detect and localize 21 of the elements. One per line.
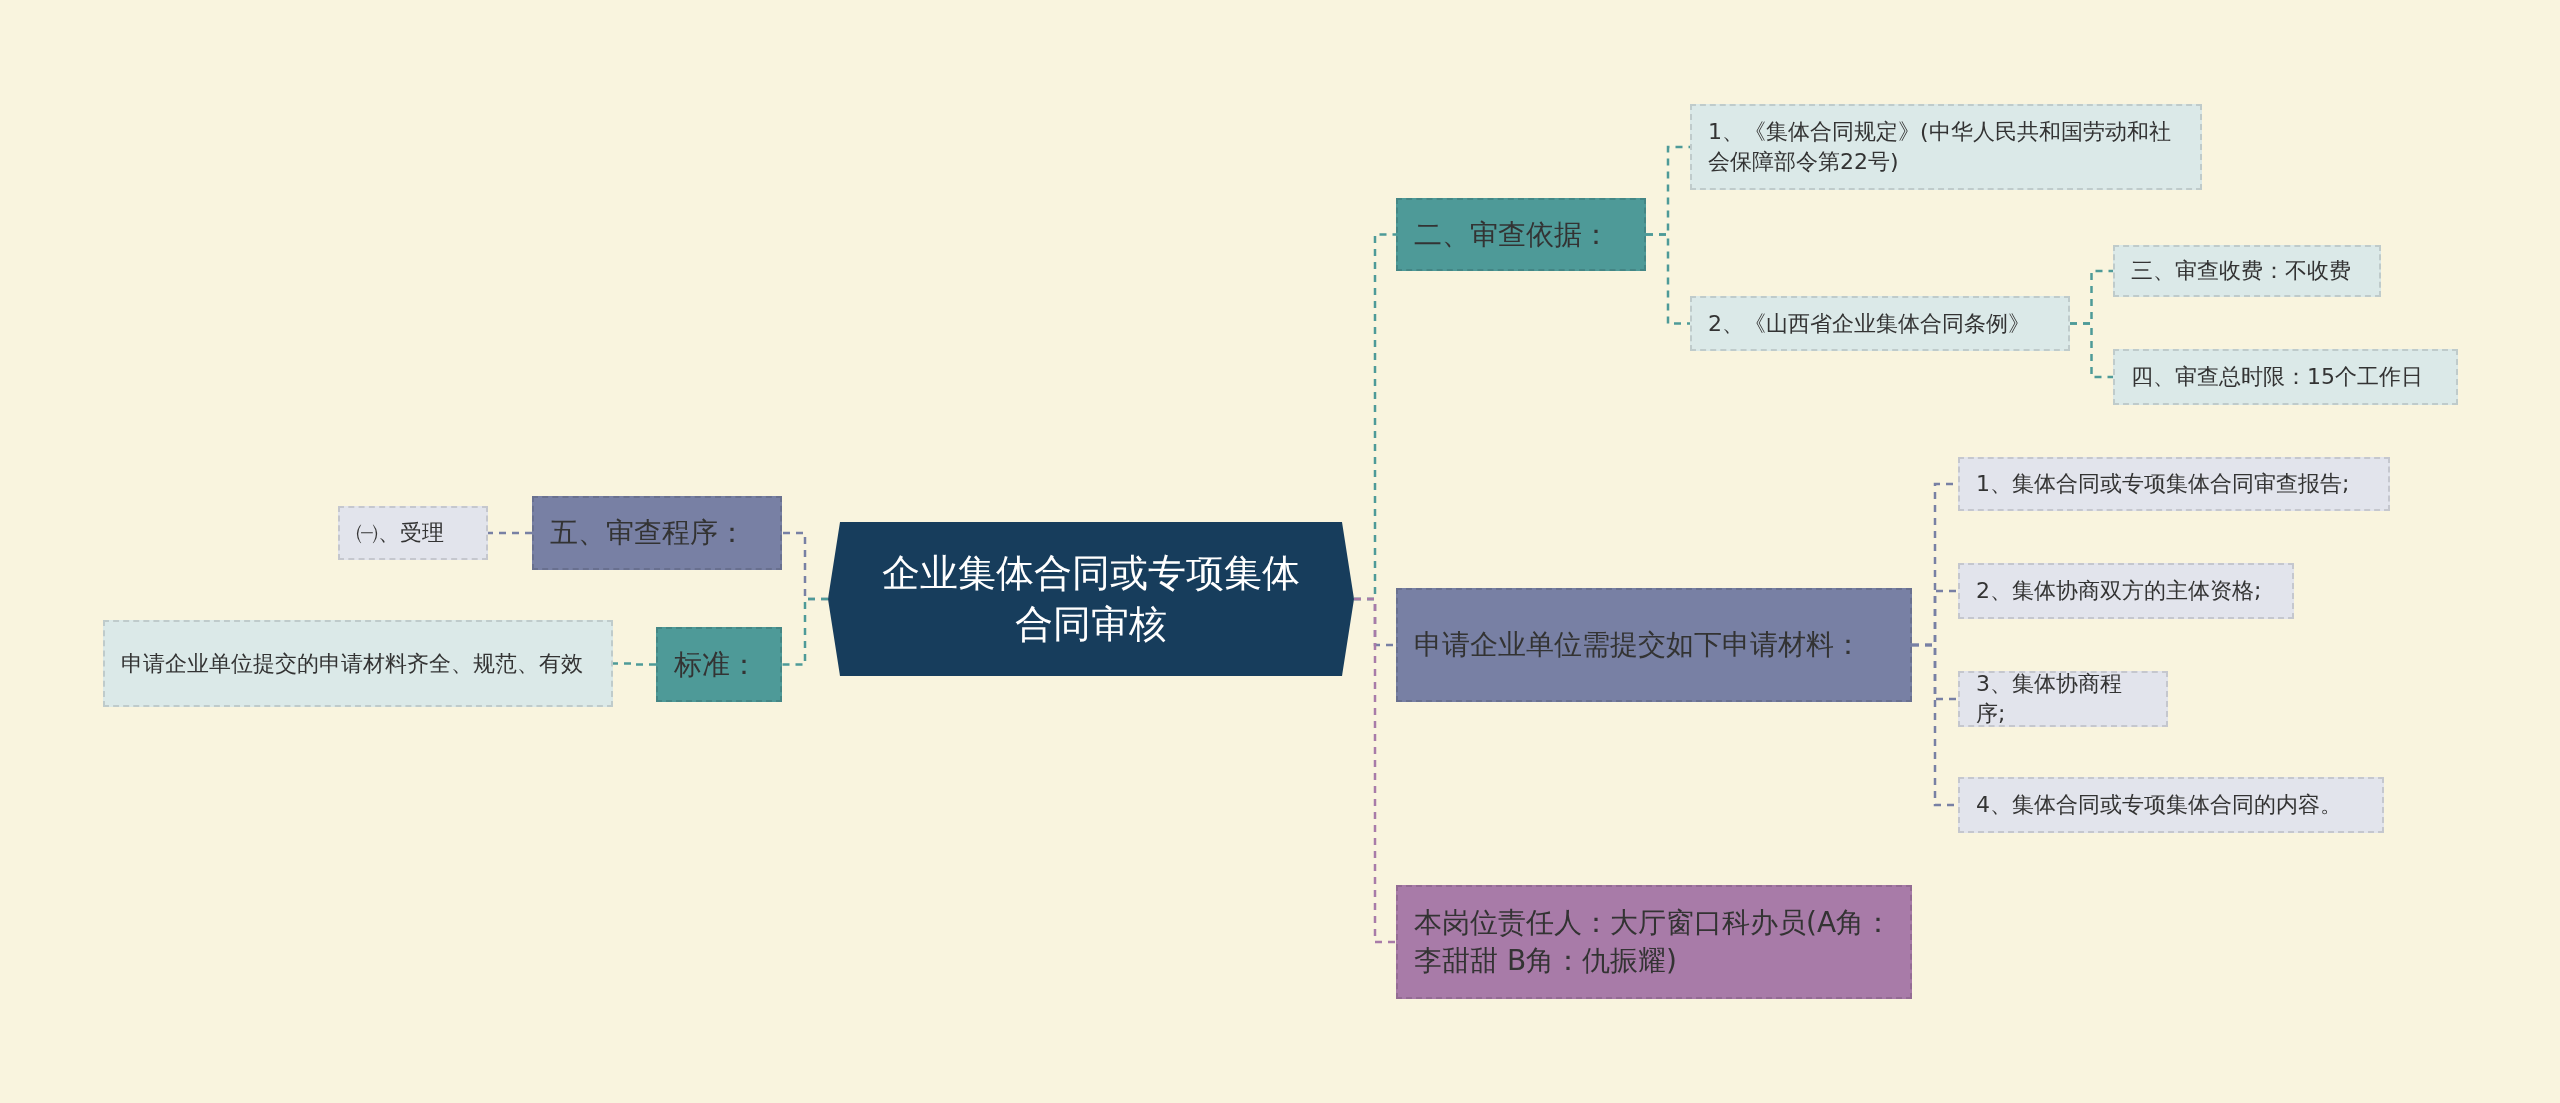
topic-box: 标准： xyxy=(656,627,782,702)
connector-line xyxy=(1354,597,1396,944)
topic-box: 3、集体协商程序; xyxy=(1958,671,2168,727)
topic-box: 2、《山西省企业集体合同条例》 xyxy=(1690,296,2070,351)
topic-box: 1、集体合同或专项集体合同审查报告; xyxy=(1958,457,2390,511)
connector-line xyxy=(488,531,532,535)
topic-box: 4、集体合同或专项集体合同的内容。 xyxy=(1958,777,2384,833)
connector-line xyxy=(1646,233,1690,325)
topic-box: 申请企业单位提交的申请材料齐全、规范、有效 xyxy=(103,620,613,707)
topic-box: 1、《集体合同规定》(中华人民共和国劳动和社会保障部令第22号) xyxy=(1690,104,2202,190)
topic-box: 五、审查程序： xyxy=(532,496,782,570)
topic-box: 2、集体协商双方的主体资格; xyxy=(1958,563,2294,619)
topic-box: 申请企业单位需提交如下申请材料： xyxy=(1396,588,1912,702)
connector-line xyxy=(782,597,828,666)
topic-box: 二、审查依据： xyxy=(1396,198,1646,271)
topic-box: 三、审查收费：不收费 xyxy=(2113,245,2381,297)
topic-box: ㈠、受理 xyxy=(338,506,488,560)
connector-line xyxy=(2070,322,2113,379)
connector-line xyxy=(613,662,656,666)
topic-box: 四、审查总时限：15个工作日 xyxy=(2113,349,2458,405)
topic-box: 本岗位责任人：大厅窗口科办员(A角：李甜甜 B角：仇振耀) xyxy=(1396,885,1912,999)
